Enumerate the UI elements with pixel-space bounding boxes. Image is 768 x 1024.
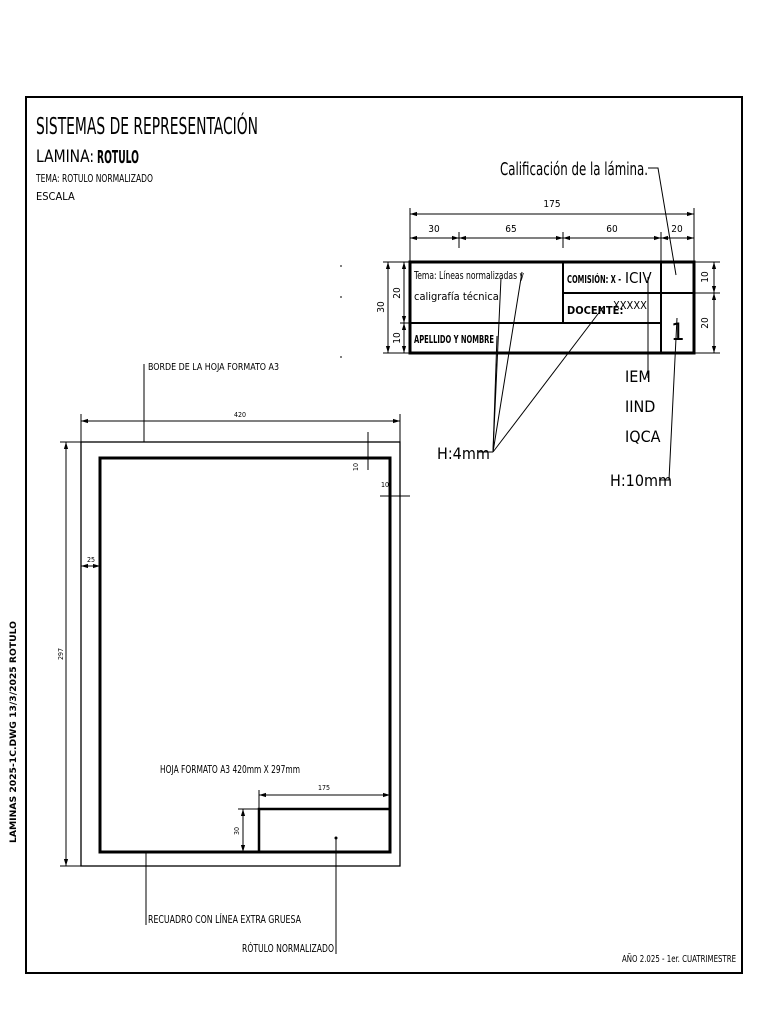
page-title: SISTEMAS DE REPRESENTACIÓN <box>36 112 258 140</box>
h10-label: H:10mm <box>610 471 672 490</box>
rotulo-tema-line1: Tema: Líneas normalizadas y <box>413 269 524 282</box>
page-frame <box>25 96 743 974</box>
dim-20: 20 <box>671 224 683 235</box>
borde-label: BORDE DE LA HOJA FORMATO A3 <box>148 362 279 373</box>
lamina-prefix: LAMINA: <box>36 147 94 167</box>
recuadro-label: RECUADRO CON LÍNEA EXTRA GRUESA <box>148 913 301 926</box>
rotulo-number: 1 <box>671 318 685 346</box>
dim-v10: 10 <box>392 332 403 344</box>
dim-25: 25 <box>87 556 95 564</box>
iem-label: IEM <box>625 367 651 386</box>
rotulo-comision-label: COMISIÓN: X - <box>567 273 621 286</box>
calificacion-label: Calificación de la lámina. <box>500 159 648 180</box>
h4-label: H:4mm <box>437 444 490 463</box>
dim-30: 30 <box>428 224 440 235</box>
rotulo-comision-value: ICIV <box>625 269 652 287</box>
rotulo-tema-line2: caligrafía técnica <box>414 290 499 303</box>
dim-175: 175 <box>543 199 560 210</box>
dim-v20: 20 <box>392 287 403 299</box>
rotulo-docente-label: DOCENTE: <box>567 304 623 317</box>
dim-420: 420 <box>234 411 246 419</box>
rotulo-detail: Tema: Líneas normalizadas y caligrafía t… <box>340 199 720 358</box>
iind-label: IIND <box>625 397 655 416</box>
dim-175-small: 175 <box>318 784 330 792</box>
hoja-label: HOJA FORMATO A3 420mm X 297mm <box>160 763 300 776</box>
rotulo-docente-value: XXXXX <box>613 299 647 312</box>
dim-10-right: 10 <box>381 481 389 489</box>
dim-60: 60 <box>606 224 618 235</box>
dim-v30: 30 <box>376 301 387 313</box>
escala-label: ESCALA <box>36 190 75 203</box>
dim-65: 65 <box>505 224 516 235</box>
iqca-label: IQCA <box>625 427 661 446</box>
footer-year: AÑO 2.025 - 1er. CUATRIMESTRE <box>622 952 736 965</box>
dim-r20: 20 <box>700 317 711 329</box>
dim-297: 297 <box>57 648 65 660</box>
side-file-label: LAMINAS 2025-1C.DWG 13/3/2025 ROTULO <box>9 621 19 843</box>
dim-10-top: 10 <box>352 463 360 471</box>
lamina-name: ROTULO <box>97 147 139 168</box>
rotulo-apellido: APELLIDO Y NOMBRE <box>414 333 494 346</box>
dim-30-small: 30 <box>233 827 241 835</box>
tema-label: TEMA: ROTULO NORMALIZADO <box>35 172 153 185</box>
dim-r10: 10 <box>700 271 711 283</box>
rotulo-normalizado-label: RÓTULO NORMALIZADO <box>242 942 334 955</box>
a3-sheet <box>80 441 401 867</box>
